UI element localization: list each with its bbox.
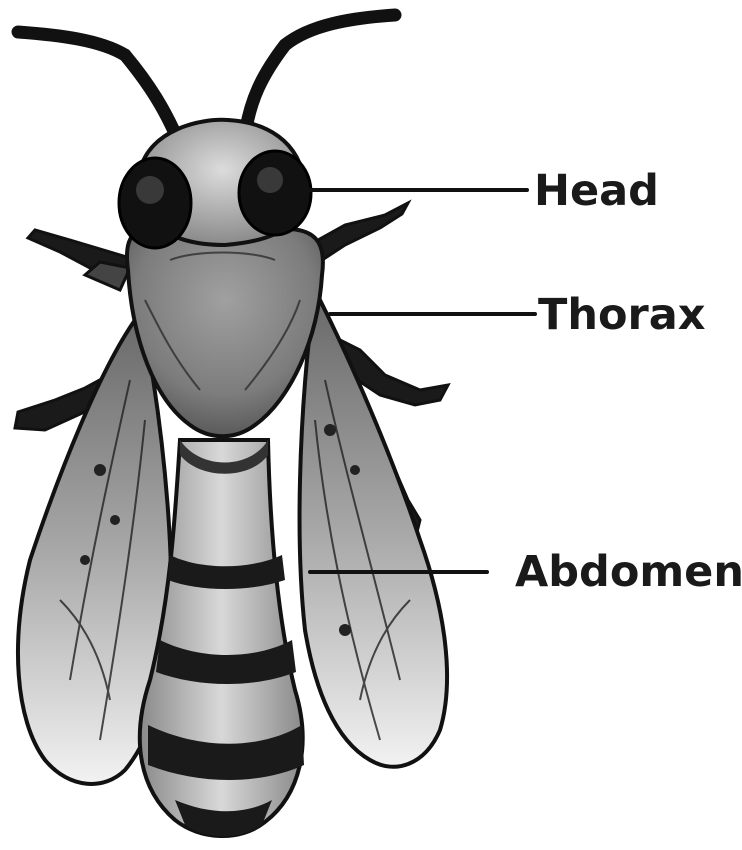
head-label: Head [534,170,659,213]
head [119,120,311,248]
thorax-label: Thorax [538,294,705,337]
right-eye [239,151,311,235]
abdomen-label: Abdomen [515,551,742,594]
